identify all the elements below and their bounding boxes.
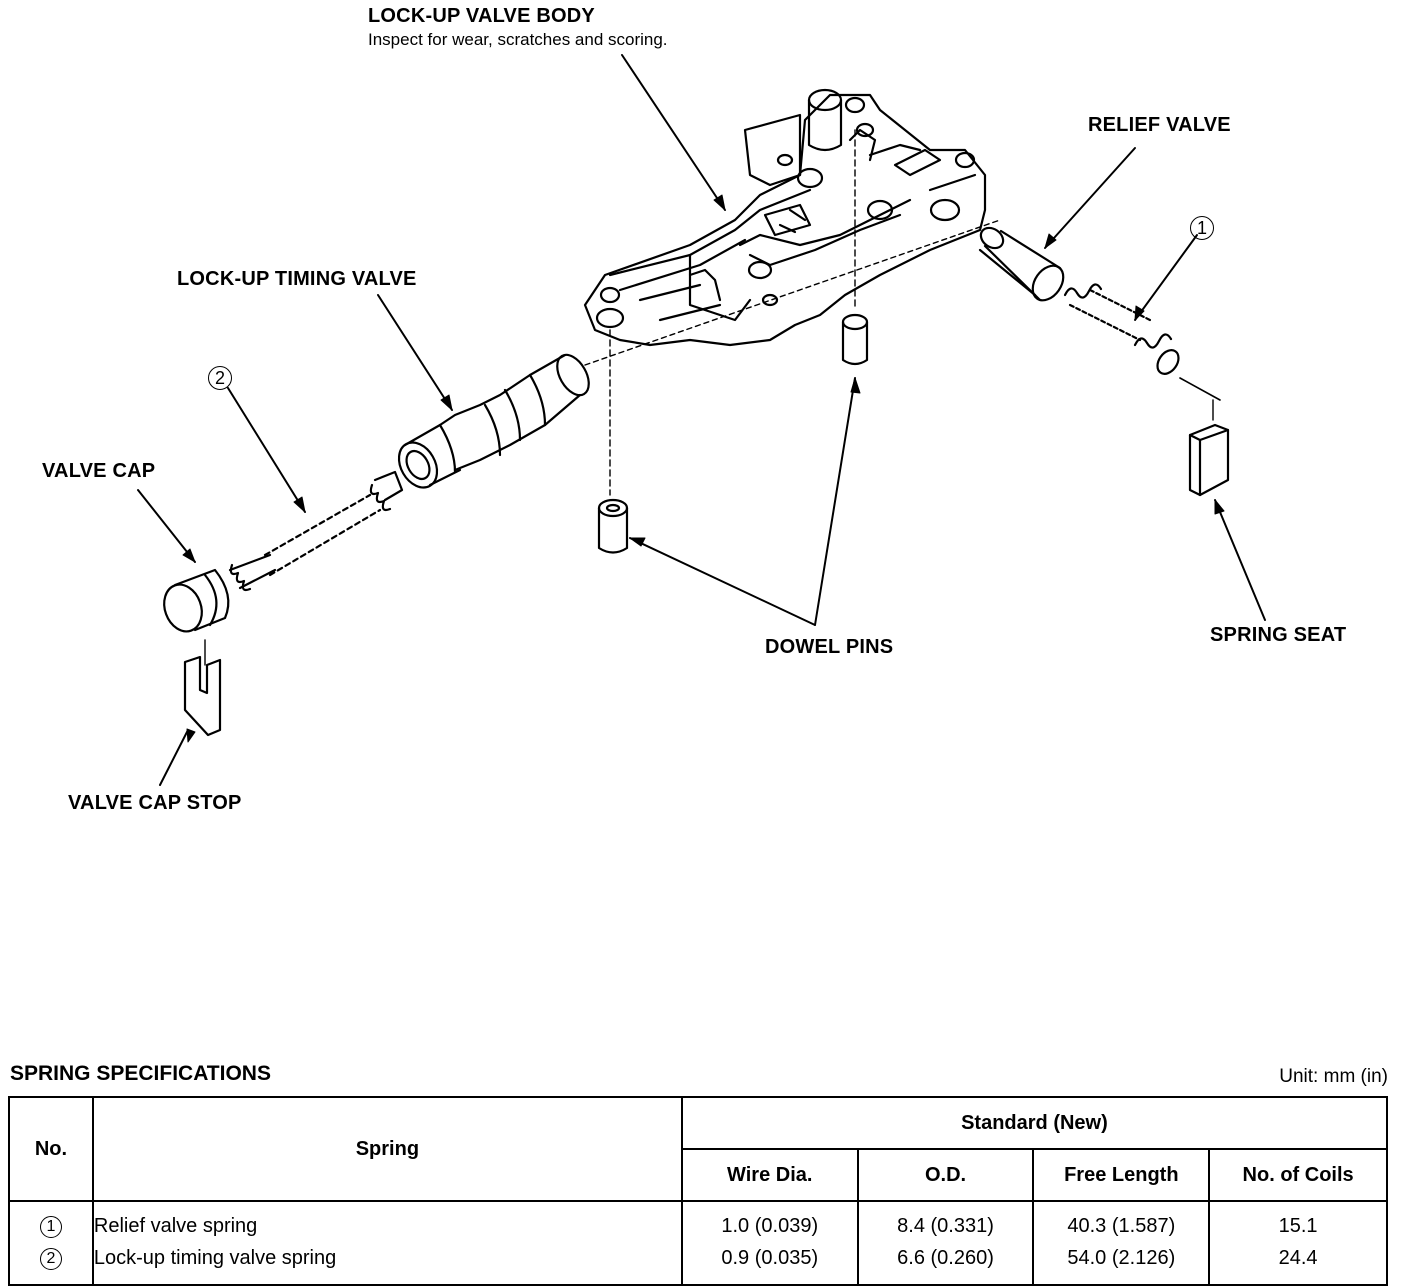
spring-spec-table: No. Spring Standard (New) Wire Dia. O.D.… bbox=[8, 1096, 1389, 1286]
header-spring: Spring bbox=[91, 1097, 683, 1202]
relief-valve bbox=[978, 226, 1065, 302]
callout-2: 2 bbox=[208, 366, 232, 390]
valve-cap bbox=[163, 568, 230, 633]
header-free-length: Free Length bbox=[1032, 1149, 1211, 1202]
spring-name: Lock-up timing valve spring bbox=[91, 1242, 683, 1285]
callout-1: 1 bbox=[1190, 216, 1214, 240]
exploded-diagram bbox=[137, 54, 1266, 786]
wire-dia: 1.0 (0.039) bbox=[680, 1201, 859, 1242]
wire-dia: 0.9 (0.035) bbox=[680, 1242, 859, 1285]
header-wire-dia: Wire Dia. bbox=[680, 1149, 859, 1202]
lockup-timing-valve-spring bbox=[228, 470, 404, 592]
spring-seat bbox=[1188, 399, 1230, 497]
coil-count: 15.1 bbox=[1208, 1201, 1388, 1242]
coil-count: 24.4 bbox=[1208, 1242, 1388, 1285]
table-row: 2 Lock-up timing valve spring 0.9 (0.035… bbox=[8, 1242, 1388, 1285]
spring-name: Relief valve spring bbox=[91, 1201, 683, 1242]
header-od: O.D. bbox=[856, 1149, 1035, 1202]
table-row: 1 Relief valve spring 1.0 (0.039) 8.4 (0… bbox=[8, 1201, 1388, 1242]
lockup-valve-body-label: LOCK-UP VALVE BODY bbox=[368, 5, 595, 27]
valve-cap-stop bbox=[183, 639, 222, 737]
row-number: 2 bbox=[39, 1248, 62, 1270]
header-no: No. bbox=[8, 1097, 94, 1202]
valve-cap-stop-label: VALVE CAP STOP bbox=[68, 792, 242, 814]
free-length: 54.0 (2.126) bbox=[1032, 1242, 1211, 1285]
lockup-timing-valve bbox=[397, 219, 1001, 489]
row-number: 1 bbox=[39, 1216, 62, 1238]
lockup-timing-valve-label: LOCK-UP TIMING VALVE bbox=[177, 268, 417, 290]
relief-valve-spring bbox=[1063, 283, 1221, 401]
leader-lines bbox=[137, 54, 1266, 786]
lockup-valve-body bbox=[583, 88, 987, 347]
header-standard: Standard (New) bbox=[680, 1097, 1389, 1150]
outer-diameter: 6.6 (0.260) bbox=[856, 1242, 1035, 1285]
spec-title: SPRING SPECIFICATIONS bbox=[10, 1062, 271, 1085]
valve-cap-label: VALVE CAP bbox=[42, 460, 156, 482]
header-coils: No. of Coils bbox=[1208, 1149, 1388, 1202]
dowel-pin-left bbox=[597, 329, 629, 554]
relief-valve-label: RELIEF VALVE bbox=[1088, 114, 1231, 136]
dowel-pin-center bbox=[841, 129, 869, 366]
outer-diameter: 8.4 (0.331) bbox=[856, 1201, 1035, 1242]
lockup-valve-body-note: Inspect for wear, scratches and scoring. bbox=[368, 30, 668, 49]
free-length: 40.3 (1.587) bbox=[1032, 1201, 1211, 1242]
dowel-pins-label: DOWEL PINS bbox=[765, 636, 894, 658]
spring-seat-label: SPRING SEAT bbox=[1210, 624, 1347, 646]
spec-unit: Unit: mm (in) bbox=[1279, 1066, 1388, 1087]
